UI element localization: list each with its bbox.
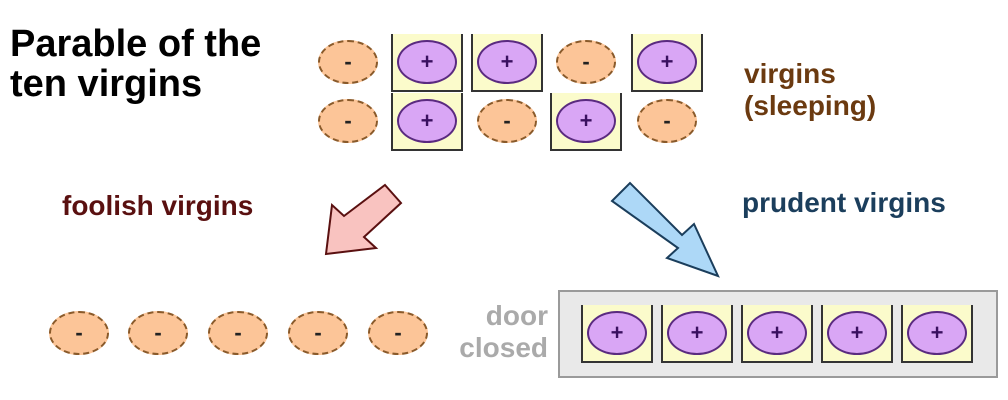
prudent-virgin: +: [397, 40, 457, 84]
door-label-line-1: door: [485, 300, 548, 331]
foolish-virgin: -: [318, 40, 378, 84]
sleeping-virgins-label: virgins (sleeping): [744, 58, 876, 122]
foolish-virgin: -: [128, 311, 188, 355]
title-line-2: ten virgins: [10, 63, 203, 105]
prudent-arrow: [610, 181, 720, 278]
sleeping-label-line-2: (sleeping): [744, 90, 877, 121]
foolish-virgins-label: foolish virgins: [62, 190, 254, 221]
prudent-virgin: +: [477, 40, 537, 84]
prudent-virgin: +: [637, 40, 697, 84]
sleeping-label-line-1: virgins: [744, 58, 836, 89]
title-line-1: Parable of the: [10, 23, 262, 65]
door-closed-label: door closed: [448, 300, 548, 364]
prudent-virgin: +: [397, 99, 457, 143]
foolish-virgin: -: [208, 311, 268, 355]
door-label-line-2: closed: [459, 332, 548, 363]
foolish-virgin: -: [368, 311, 428, 355]
prudent-virgin: +: [907, 311, 967, 355]
foolish-virgin: -: [318, 99, 378, 143]
prudent-virgin: +: [587, 311, 647, 355]
prudent-virgin: +: [827, 311, 887, 355]
foolish-virgin: -: [477, 99, 537, 143]
foolish-virgin: -: [637, 99, 697, 143]
foolish-arrow: [324, 183, 403, 256]
foolish-virgin: -: [288, 311, 348, 355]
diagram-title: Parable of the ten virgins: [10, 24, 261, 104]
foolish-virgin: -: [49, 311, 109, 355]
prudent-virgins-label: prudent virgins: [742, 187, 946, 218]
prudent-virgin: +: [556, 99, 616, 143]
prudent-virgin: +: [747, 311, 807, 355]
prudent-virgin: +: [667, 311, 727, 355]
foolish-virgin: -: [556, 40, 616, 84]
